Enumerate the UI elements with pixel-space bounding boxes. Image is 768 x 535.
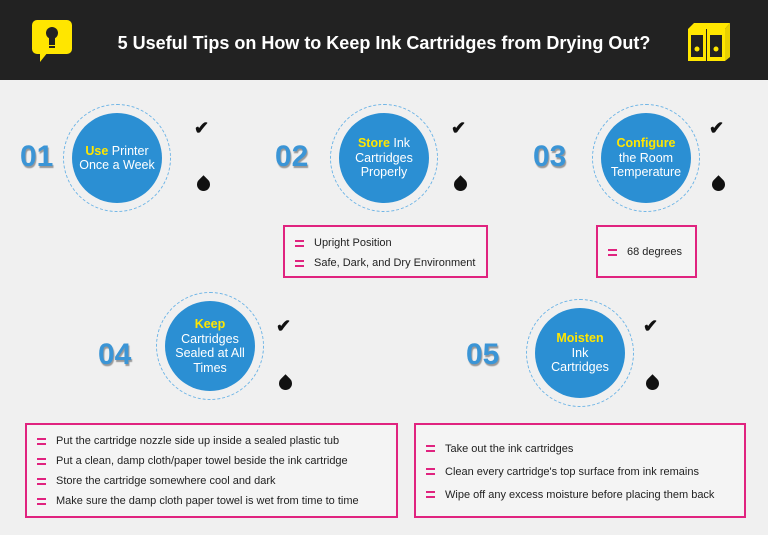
tip-circle: Use Printer Once a Week: [72, 113, 162, 203]
list-item: Put a clean, damp cloth/paper towel besi…: [37, 451, 386, 471]
tip-5-list: Take out the ink cartridges Clean every …: [414, 423, 746, 518]
tip-number: 01: [20, 140, 54, 173]
list-item: Take out the ink cartridges: [426, 437, 734, 460]
tip-2-list: Upright Position Safe, Dark, and Dry Env…: [283, 225, 488, 278]
check-icon: ✔: [643, 316, 659, 336]
lightbulb-icon: [32, 20, 72, 62]
check-icon: ✔: [709, 118, 725, 138]
ink-drop-icon: [643, 374, 662, 393]
tip-number: 05: [466, 338, 500, 371]
list-item: Wipe off any excess moisture before plac…: [426, 483, 734, 506]
page-title: 5 Useful Tips on How to Keep Ink Cartrid…: [117, 33, 651, 53]
tip-highlight: Moisten: [556, 331, 604, 346]
check-icon: ✔: [276, 316, 292, 336]
list-item: Upright Position: [295, 233, 476, 253]
tip-highlight: Configure: [616, 136, 676, 151]
header: 5 Useful Tips on How to Keep Ink Cartrid…: [0, 0, 768, 80]
dashed-ring: [63, 104, 171, 212]
list-item: Store the cartridge somewhere cool and d…: [37, 471, 386, 491]
list-item: Safe, Dark, and Dry Environment: [295, 253, 476, 273]
check-icon: ✔: [451, 118, 467, 138]
tip-circle: Store Ink Cartridges Properly: [339, 113, 429, 203]
dashed-ring: [330, 104, 438, 212]
ink-drop-icon: [194, 175, 213, 194]
tip-highlight: Store: [357, 136, 390, 151]
tip-text: Ink Cartridges: [551, 345, 609, 375]
dashed-ring: [526, 299, 634, 407]
list-item: 68 degrees: [608, 242, 685, 262]
tip-number: 04: [98, 338, 132, 371]
tip-text: Printer Once a Week: [79, 143, 155, 173]
list-item: Make sure the damp cloth paper towel is …: [37, 491, 386, 511]
tip-text: Cartridges Sealed at All Times: [175, 331, 245, 375]
tip-number: 02: [275, 140, 309, 173]
tip-4-list: Put the cartridge nozzle side up inside …: [25, 423, 398, 518]
tip-number: 03: [533, 140, 567, 173]
tip-highlight: Keep: [194, 317, 226, 331]
check-icon: ✔: [194, 118, 210, 138]
ink-drop-icon: [276, 374, 295, 393]
ink-drop-icon: [709, 175, 728, 194]
dashed-ring: [156, 292, 264, 400]
tip-text: Ink Cartridges Properly: [355, 136, 413, 180]
list-item: Clean every cartridge's top surface from…: [426, 460, 734, 483]
tip-text: the Room Temperature: [610, 150, 682, 180]
ink-drop-icon: [451, 175, 470, 194]
list-item: Put the cartridge nozzle side up inside …: [37, 431, 386, 451]
tip-3-list: 68 degrees: [596, 225, 697, 278]
dashed-ring: [592, 104, 700, 212]
tip-highlight: Use: [85, 143, 109, 158]
ink-cartridges-icon: [688, 23, 730, 61]
